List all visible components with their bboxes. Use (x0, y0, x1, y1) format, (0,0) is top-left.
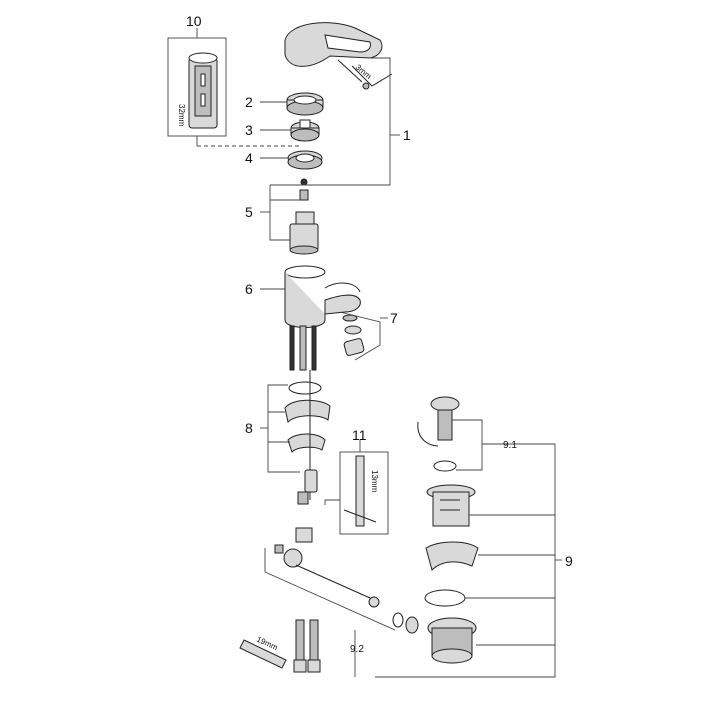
callout-1: 1 (403, 127, 411, 143)
lever-handle: 3mm (284, 22, 393, 90)
ring-4 (287, 150, 323, 170)
adjusting-nut-3 (290, 119, 320, 142)
flex-hoses: 19mm (239, 619, 321, 673)
aerator-7 (339, 311, 381, 361)
callout-5: 5 (245, 204, 253, 220)
dim-32mm: 32mm (177, 104, 186, 127)
callout-9-2: 9.2 (350, 644, 364, 655)
callout-11: 11 (352, 427, 367, 443)
callout-9-1: 9.1 (503, 440, 517, 451)
cover-ring-2 (286, 92, 324, 116)
callout-labels: 10 1 2 3 4 5 6 7 8 11 9.1 9 9.2 (186, 13, 573, 655)
callout-7: 7 (390, 310, 398, 326)
callout-2: 2 (245, 94, 253, 110)
callout-9: 9 (565, 553, 573, 569)
callout-8: 8 (245, 420, 253, 436)
pop-up-waste-9 (417, 396, 479, 664)
cartridge-5 (289, 178, 319, 255)
dim-3mm: 3mm (354, 63, 374, 82)
leader-lines (196, 28, 562, 678)
callout-4: 4 (245, 150, 253, 166)
mixer-body-6 (284, 265, 361, 371)
callout-6: 6 (245, 281, 253, 297)
dim-13mm: 13mm (370, 470, 379, 493)
callout-10: 10 (186, 13, 202, 29)
pop-up-linkage (264, 527, 419, 634)
tool-11-box: 13mm (339, 451, 389, 535)
callout-3: 3 (245, 122, 253, 138)
fixing-set-8 (284, 370, 331, 505)
tool-10-box: 32mm (167, 37, 300, 147)
